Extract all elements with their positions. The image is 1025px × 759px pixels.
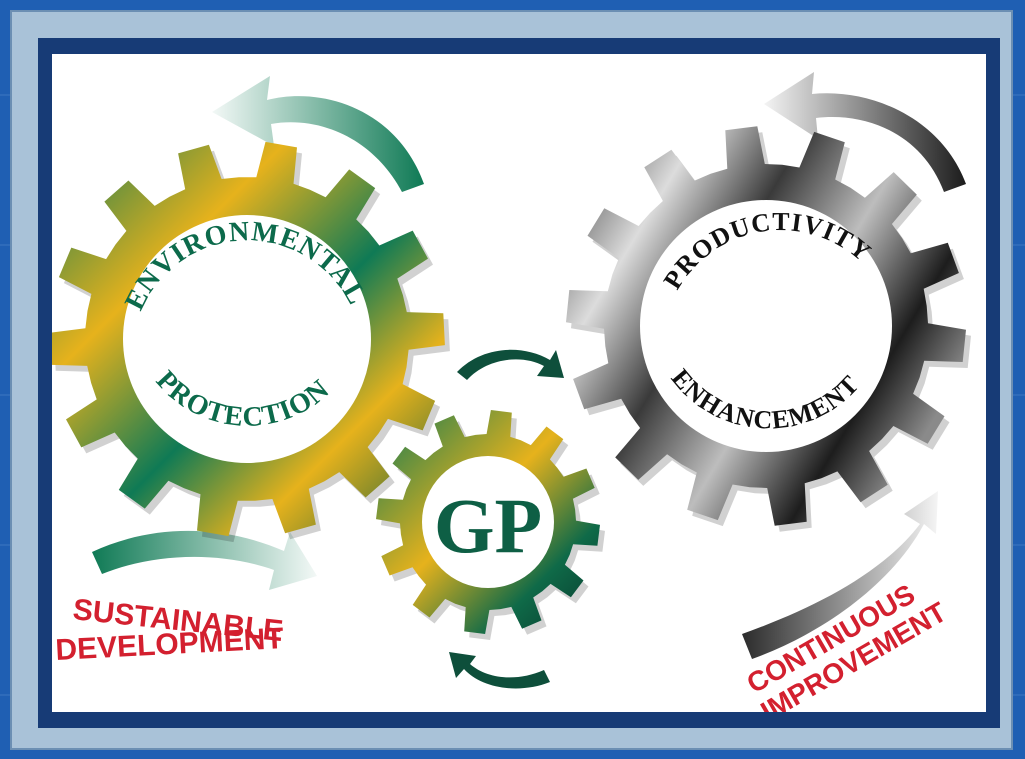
continuous-arrow: [742, 491, 938, 659]
prod-gear-hub: [640, 200, 892, 452]
prod-rotate-arrow: [764, 72, 966, 192]
gp-top-arrow: [457, 349, 564, 380]
sustainable-line2: DEVELOPMENT: [55, 622, 285, 667]
sustainable-arrow: [92, 530, 317, 590]
gears-diagram: ENVIRONMENTAL PROTECTION PRODUCTIVITY EN…: [52, 72, 971, 712]
diagram-panel: ENVIRONMENTAL PROTECTION PRODUCTIVITY EN…: [52, 54, 986, 712]
gp-logo-text: GP: [434, 482, 542, 569]
env-rotate-arrow: [212, 76, 424, 192]
gp-gear-hub: [422, 456, 554, 588]
env-gear-hub: [123, 215, 371, 463]
gp-bottom-arrow: [449, 652, 550, 689]
